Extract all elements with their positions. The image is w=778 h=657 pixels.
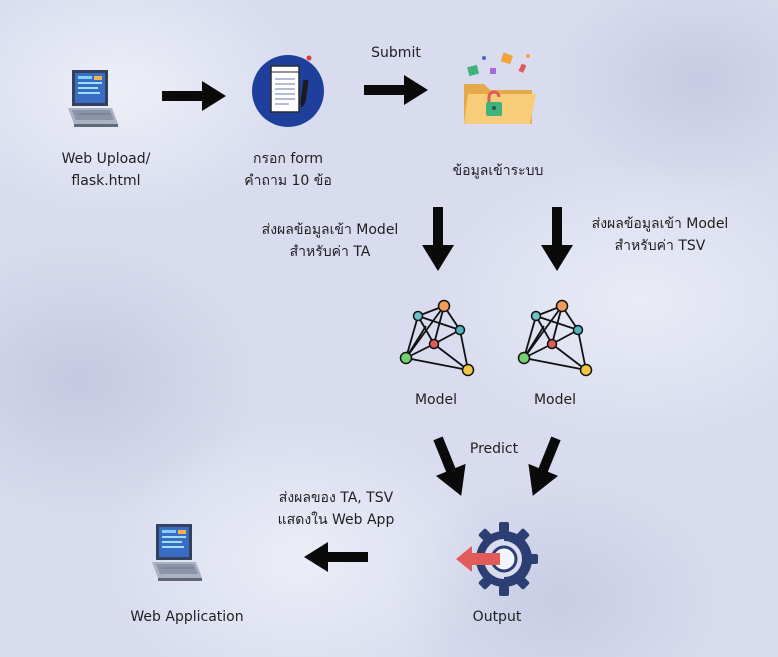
model-tsv-label: Model xyxy=(533,392,577,408)
web-app-node xyxy=(148,520,204,582)
folder-icon xyxy=(464,52,536,124)
form-label: กรอก form คำถาม 10 ข้อ xyxy=(244,151,332,189)
submit-label: Submit xyxy=(371,45,421,61)
data-in-label: ข้อมูลเข้าระบบ xyxy=(452,163,544,179)
web-app-label: Web Application xyxy=(130,609,244,625)
form-node xyxy=(249,52,327,130)
arrow-down-tsv xyxy=(541,207,573,271)
show-label: ส่งผลของ TA, TSV แสดงใน Web App xyxy=(277,490,395,528)
predict-label: Predict xyxy=(469,441,519,457)
arrow-right-submit xyxy=(364,75,428,105)
web-upload-node xyxy=(64,66,120,128)
arrow-down-ta xyxy=(422,207,454,271)
to-ta-label: ส่งผลข้อมูลเข้า Model สำหรับค่า TA xyxy=(261,222,399,260)
arrow-predict-right xyxy=(528,436,561,496)
web-upload-label: Web Upload/ flask.html xyxy=(61,151,151,189)
output-gear-icon xyxy=(456,522,538,596)
data-in-node xyxy=(458,50,538,130)
output-label: Output xyxy=(472,609,522,625)
model-ta-node xyxy=(396,296,480,380)
laptop-icon xyxy=(68,70,118,127)
model-tsv-node xyxy=(514,296,598,380)
arrow-right-1 xyxy=(162,81,226,111)
network-icon xyxy=(517,299,593,377)
laptop-icon xyxy=(152,524,202,581)
model-ta-label: Model xyxy=(414,392,458,408)
arrow-predict-left xyxy=(433,436,466,496)
network-icon xyxy=(399,299,475,377)
arrow-left-show xyxy=(304,542,368,572)
notebook-icon xyxy=(252,55,324,127)
to-tsv-label: ส่งผลข้อมูลเข้า Model สำหรับค่า TSV xyxy=(591,216,729,254)
output-node xyxy=(452,522,538,598)
